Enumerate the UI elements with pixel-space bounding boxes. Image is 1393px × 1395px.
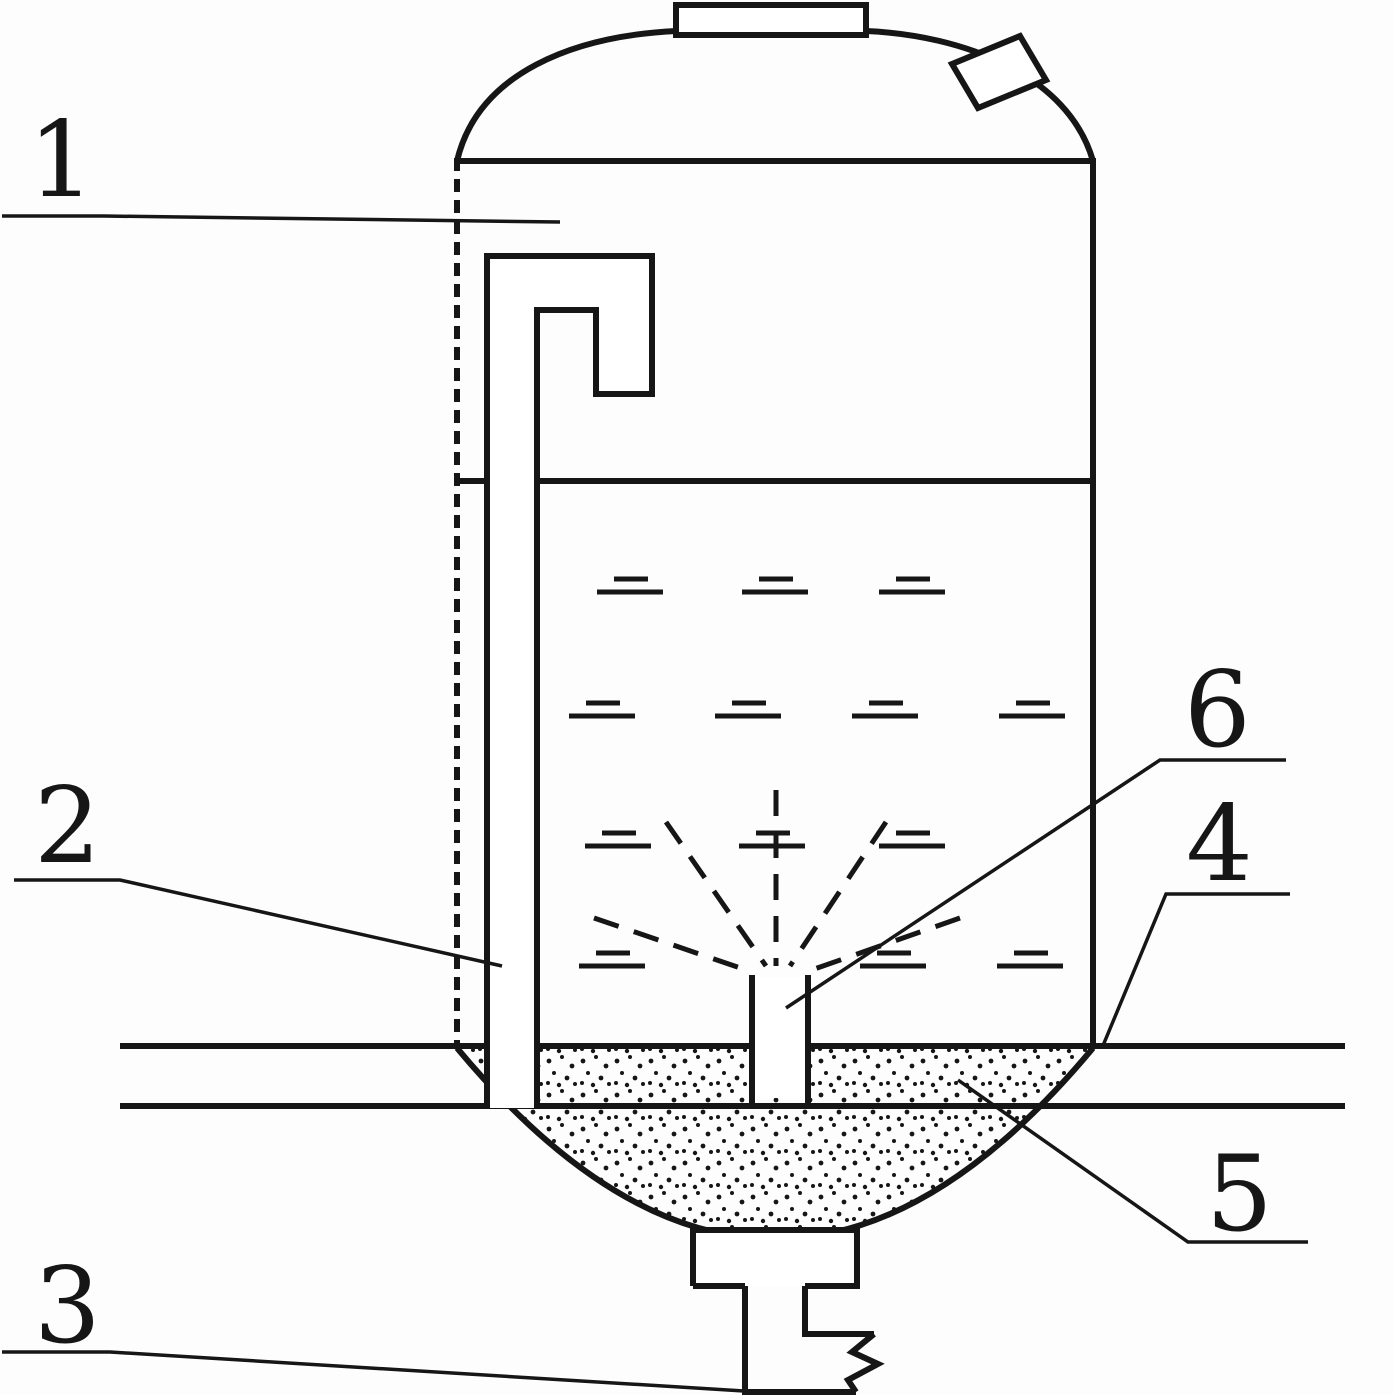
label-2-leader [14, 878, 503, 968]
bottom-flange-outline [690, 1227, 860, 1289]
label-1-text: 1 [28, 99, 95, 221]
inlet-pipe [120, 1043, 1345, 1109]
vessel-shell [454, 28, 1096, 1046]
spray-jet-upper-right [787, 820, 889, 968]
label-2-text: 2 [34, 765, 101, 887]
label-4-text: 4 [1186, 783, 1253, 905]
spray-jet-upper-left [663, 820, 769, 968]
spray-jet-lower-right [805, 915, 961, 975]
bottom-outlet [690, 1227, 885, 1395]
spray-jets [593, 790, 961, 975]
reference-labels: 1 2 3 4 5 6 [2, 99, 1308, 1393]
internal-pipe-outline [484, 253, 655, 1108]
label-6: 6 [785, 649, 1286, 1010]
label-2: 2 [14, 765, 503, 968]
label-1: 1 [2, 99, 561, 224]
water-surface-marks [569, 576, 1065, 969]
spray-jet-lower-left [593, 915, 753, 975]
water-marks-row-4 [579, 950, 1063, 969]
label-3-leader [2, 1350, 745, 1393]
label-4-leader [1100, 892, 1290, 1049]
label-6-text: 6 [1184, 649, 1251, 771]
label-4: 4 [1100, 783, 1290, 1049]
label-5-text: 5 [1206, 1133, 1273, 1255]
top-manhole-flange [673, 2, 869, 38]
spray-nozzle [749, 975, 811, 1106]
label-1-leader [2, 214, 561, 224]
spray-nozzle-walls [749, 975, 811, 1106]
label-5: 5 [956, 1078, 1308, 1255]
water-marks-row-2 [569, 700, 1065, 719]
label-5-leader [956, 1078, 1308, 1244]
spray-nozzle-body [752, 977, 808, 1098]
label-6-leader [785, 758, 1286, 1010]
label-3-text: 3 [34, 1245, 101, 1367]
drain-pipe-elbow [742, 1286, 885, 1395]
internal-pipe-body [487, 256, 652, 1108]
internal-outlet-pipe [484, 253, 655, 1108]
water-marks-row-3 [585, 830, 945, 849]
water-marks-row-1 [597, 576, 945, 595]
bottom-flange-body [693, 1230, 857, 1286]
top-side-nozzle [947, 32, 1051, 112]
label-3: 3 [2, 1245, 745, 1393]
